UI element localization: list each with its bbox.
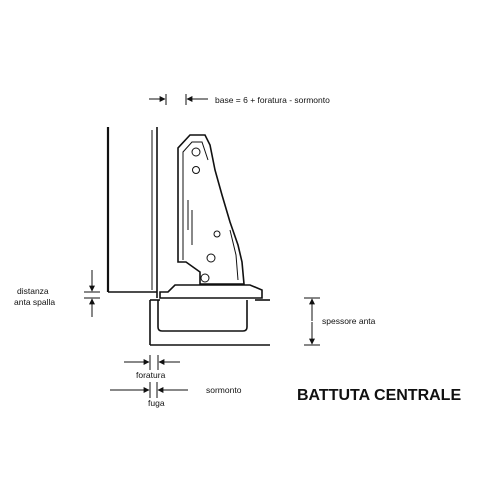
sormonto-label: sormonto xyxy=(206,385,242,395)
hinge-arm xyxy=(177,134,245,285)
base-formula-label: base = 6 + foratura - sormonto xyxy=(215,95,330,105)
spessore-anta-label: spessore anta xyxy=(322,316,376,326)
distanza-label-line1: distanza xyxy=(17,286,49,296)
spessore-dimension: spessore anta xyxy=(304,297,376,346)
hinge-cup xyxy=(157,284,263,332)
distanza-dimension: distanza anta spalla xyxy=(14,270,100,317)
foratura-label: foratura xyxy=(136,370,166,380)
fuga-dimension: fuga xyxy=(110,382,188,408)
base-dimension: base = 6 + foratura - sormonto xyxy=(149,94,330,105)
foratura-dimension: foratura xyxy=(124,355,180,380)
diagram-title: BATTUTA CENTRALE xyxy=(297,387,461,404)
cabinet-side-panel xyxy=(106,127,158,298)
door-panel xyxy=(149,299,270,346)
fuga-label: fuga xyxy=(148,398,165,408)
distanza-label-line2: anta spalla xyxy=(14,297,55,307)
